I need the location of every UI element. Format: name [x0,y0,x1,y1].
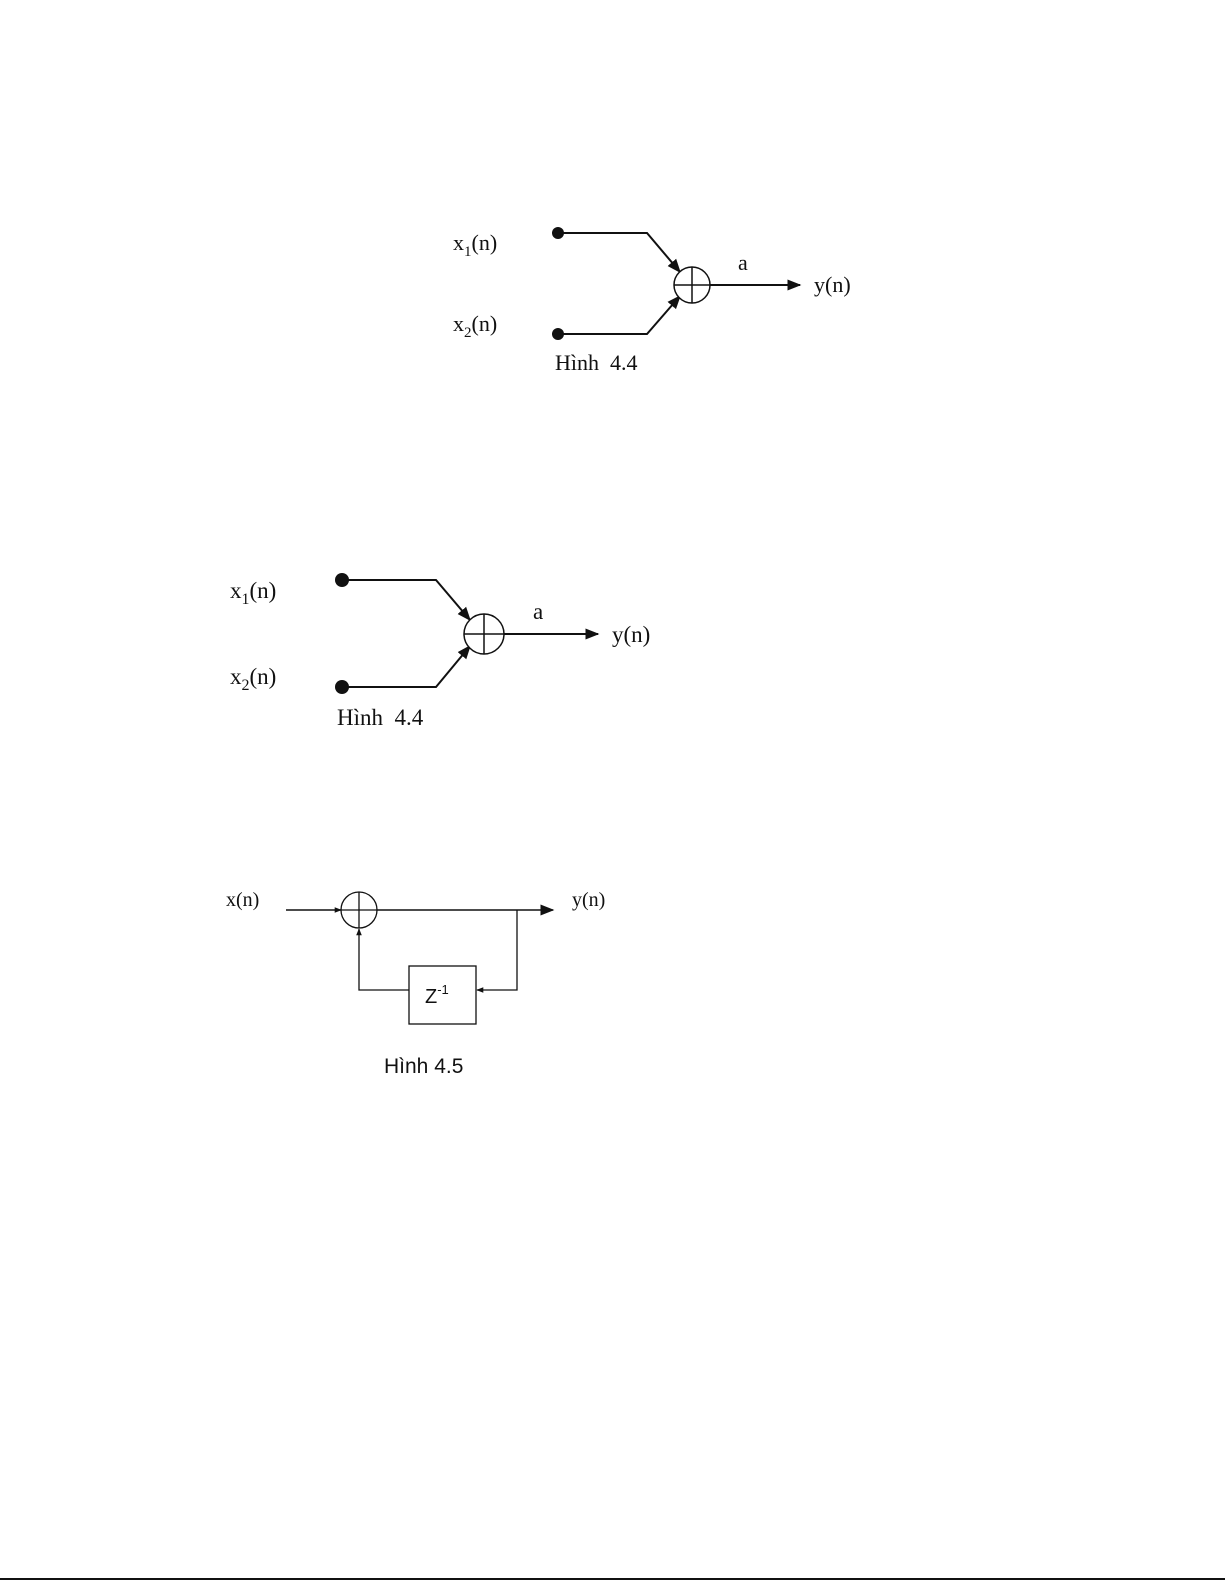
page-bottom-rule [0,1578,1225,1580]
output-y-label: y(n) [572,889,605,911]
input-x1-label: x1(n) [453,230,497,260]
input-x2-arrow [558,296,680,334]
gain-label: a [533,599,543,624]
summing-junction [674,267,710,303]
input-x1-label: x1(n) [230,578,276,608]
output-y-label: y(n) [814,272,851,297]
figure-3-feedback-diagram: x(n) y(n) Z-1 Hình 4.5 [226,889,605,1078]
figure-caption: Hình 4.4 [555,350,638,375]
output-y-label: y(n) [612,622,650,647]
figure-caption: Hình 4.5 [384,1055,463,1078]
figure-1-adder-diagram: x1(n) x2(n) a y(n) Hình 4.4 [453,227,851,375]
gain-label: a [738,250,748,275]
input-x2-label: x2(n) [453,311,497,341]
feedback-out-arrow [359,929,409,990]
input-x1-arrow [558,233,680,272]
input-x-label: x(n) [226,889,259,911]
input-x2-arrow [342,646,470,687]
summing-junction [464,614,504,654]
figure-2-adder-diagram: x1(n) x2(n) a y(n) Hình 4.4 [230,573,650,730]
feedback-in-arrow [477,910,517,990]
input-x2-label: x2(n) [230,664,276,694]
figure-caption: Hình 4.4 [337,705,424,730]
input-x1-arrow [342,580,470,620]
summing-junction [341,892,377,928]
